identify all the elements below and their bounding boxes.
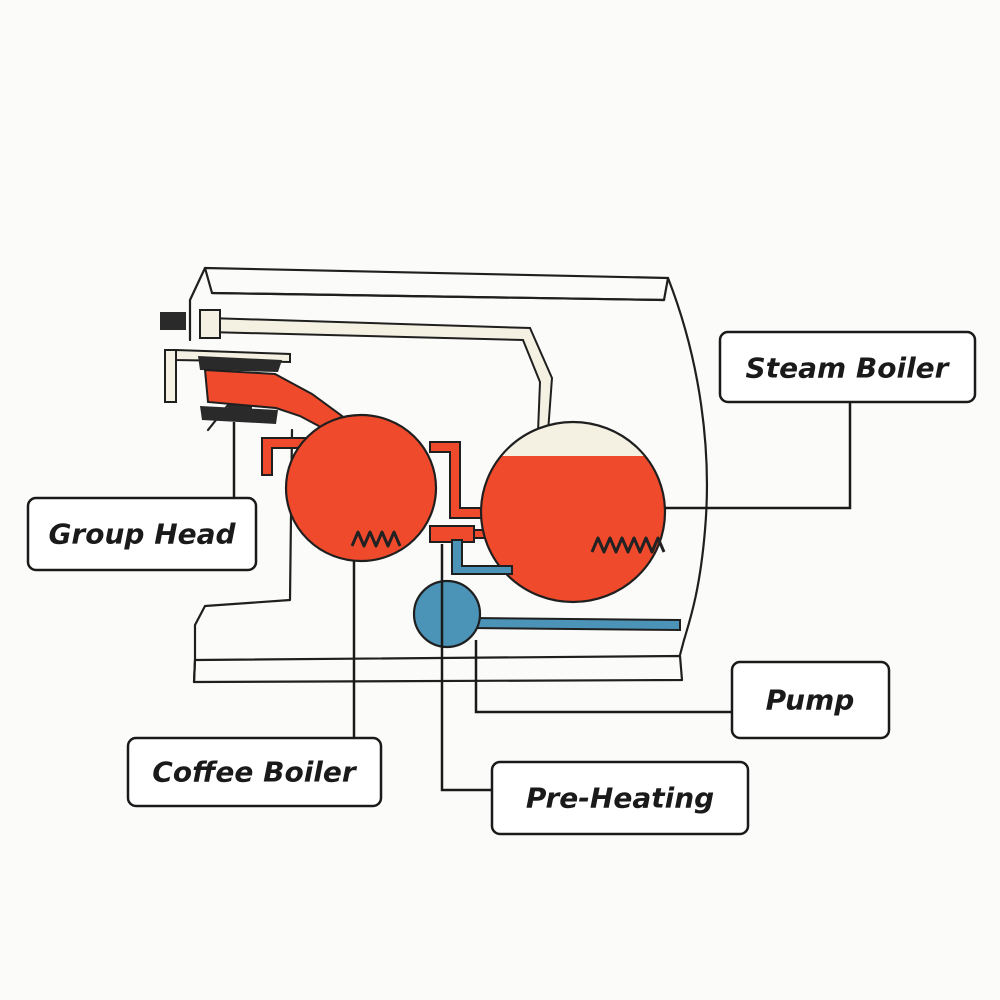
steam-boiler-heating-coil <box>590 536 666 554</box>
pump-leader <box>474 640 732 714</box>
coffee-boiler-label-text: Coffee Boiler <box>152 756 358 789</box>
pump <box>412 579 482 649</box>
pump-label-text: Pump <box>766 684 855 717</box>
steam-boiler-leader <box>665 402 852 510</box>
steam-boiler-label: Steam Boiler <box>718 330 977 404</box>
coffee-boiler-heating-coil <box>350 530 402 548</box>
coffee-boiler-label: Coffee Boiler <box>126 736 383 808</box>
pre-heating-leader <box>440 544 492 792</box>
group-head-label: Group Head <box>26 496 258 572</box>
pre-heating-label: Pre-Heating <box>490 760 750 836</box>
pre-heating-label-text: Pre-Heating <box>526 782 714 815</box>
steam-boiler <box>479 420 667 604</box>
group-head-label-text: Group Head <box>48 518 236 551</box>
pump-label: Pump <box>730 660 891 740</box>
coffee-boiler <box>284 413 438 563</box>
steam-boiler-label-text: Steam Boiler <box>746 352 951 385</box>
steam-valve-knob <box>160 312 186 330</box>
